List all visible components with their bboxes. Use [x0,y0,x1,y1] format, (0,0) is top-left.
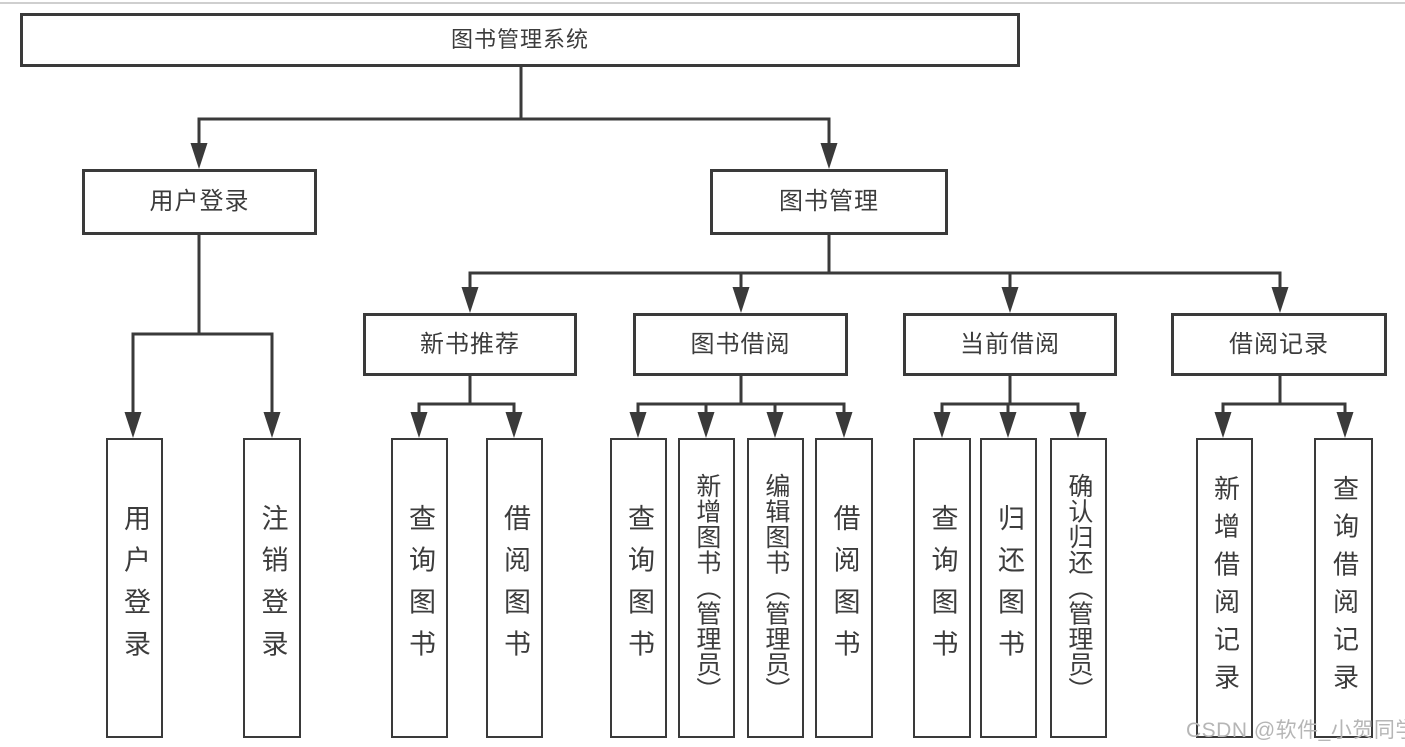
leaf-edit-book-admin-label: 编辑图书（管理员） [761,473,790,703]
leaf-edit-book-admin: 编辑图书（管理员） [747,438,804,738]
node-user-login: 用户登录 [82,169,317,235]
leaf-return-books-label: 归还图书 [994,504,1025,672]
connector-book-management [461,234,1289,313]
connector-root [190,66,838,169]
node-borrowing-records-label: 借阅记录 [1229,330,1329,358]
leaf-borrow-books-recommend-label: 借阅图书 [500,504,531,672]
node-book-borrowing-label: 图书借阅 [690,330,791,358]
node-book-management: 图书管理 [710,169,948,235]
leaf-query-borrow-record: 查询借阅记录 [1314,438,1373,738]
connector-current-borrowing-group [933,375,1087,438]
leaf-query-books-recommend-label: 查询图书 [405,504,436,672]
leaf-query-books-recommend: 查询图书 [391,438,448,738]
leaf-query-books-current-label: 查询图书 [927,504,958,672]
connector-new-book-group [410,375,523,438]
node-current-borrowing-label: 当前借阅 [960,330,1060,358]
watermark-text: CSDN @软件_小贺同学 [1186,719,1405,742]
leaf-add-borrow-record: 新增借阅记录 [1196,438,1253,738]
leaf-add-book-admin: 新增图书（管理员） [678,438,735,738]
leaf-query-books-borrowing: 查询图书 [610,438,667,738]
leaf-query-books-current: 查询图书 [913,438,971,738]
leaf-borrow-books-recommend: 借阅图书 [486,438,543,738]
leaf-query-books-borrowing-label: 查询图书 [624,504,655,672]
leaf-user-login: 用户登录 [106,438,163,738]
leaf-logout: 注销登录 [243,438,301,738]
leaf-query-borrow-record-label: 查询借阅记录 [1329,474,1360,702]
top-border-line [0,2,1405,4]
connector-book-borrowing-group [629,375,853,438]
connector-user-login-group [124,234,281,438]
node-new-book-recommendation-label: 新书推荐 [420,330,520,358]
connector-borrowing-records-group [1214,375,1354,438]
leaf-add-borrow-record-label: 新增借阅记录 [1210,474,1241,702]
node-current-borrowing: 当前借阅 [903,313,1117,376]
node-new-book-recommendation: 新书推荐 [363,313,577,376]
node-book-management-label: 图书管理 [779,188,879,216]
node-library-system-label: 图书管理系统 [450,27,589,53]
leaf-user-login-label: 用户登录 [120,504,151,672]
leaf-confirm-return-admin: 确认归还（管理员） [1050,438,1107,738]
node-library-system: 图书管理系统 [20,13,1020,67]
leaf-logout-label: 注销登录 [257,504,288,672]
leaf-borrow-books-borrowing: 借阅图书 [815,438,873,738]
node-borrowing-records: 借阅记录 [1171,313,1387,376]
leaf-borrow-books-borrowing-label: 借阅图书 [829,504,860,672]
leaf-return-books: 归还图书 [980,438,1037,738]
leaf-confirm-return-admin-label: 确认归还（管理员） [1064,473,1093,703]
node-book-borrowing: 图书借阅 [633,313,848,376]
node-user-login-label: 用户登录 [149,188,250,216]
leaf-add-book-admin-label: 新增图书（管理员） [692,473,721,703]
